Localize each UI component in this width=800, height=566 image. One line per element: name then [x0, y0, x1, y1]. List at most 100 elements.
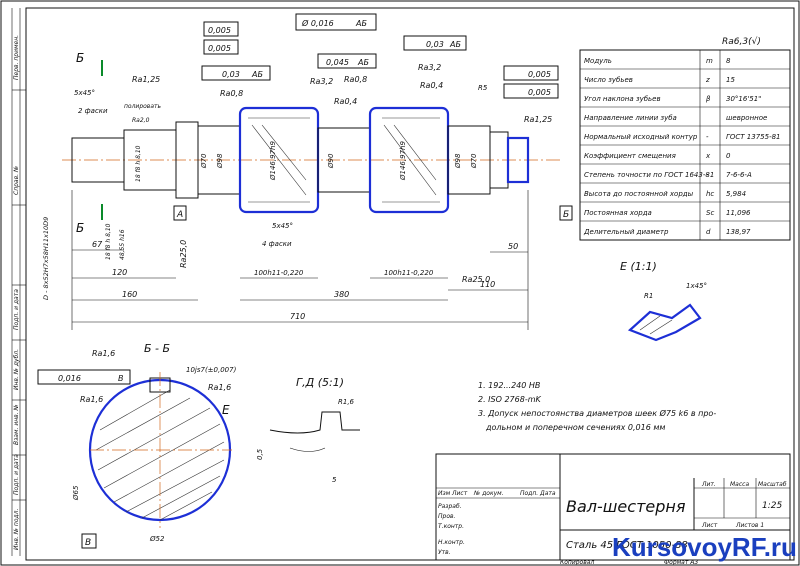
- dim-160: 160: [122, 290, 137, 299]
- spec-sym: β: [706, 95, 711, 103]
- tb-col: Лист: [451, 490, 468, 497]
- spec-sym: z: [705, 76, 710, 84]
- tol-ang2: 0,03: [426, 40, 444, 49]
- stamp-label: Справ. №: [13, 166, 20, 195]
- spec-sym: -: [706, 171, 709, 179]
- tol-pos-base: АБ: [355, 19, 367, 28]
- note-line: 2. ISO 2768-mK: [478, 395, 541, 404]
- stamp-label: Подп. и дата: [13, 454, 20, 495]
- stamp-label: Взам. инв. №: [13, 404, 20, 445]
- view-gd-title: Г,Д (5:1): [296, 376, 344, 389]
- dim-110: 110: [480, 280, 495, 289]
- stamp-label: Инв. № подл.: [13, 509, 20, 550]
- tech-notes: 1. 192...240 HB 2. ISO 2768-mK 3. Допуск…: [478, 381, 716, 432]
- dim-gear1: Ø146,97h9: [269, 141, 277, 181]
- spec-val: 5,984: [726, 190, 746, 198]
- tol-perp-base: АБ: [357, 58, 369, 67]
- spec-param: Высота до постоянной хорды: [584, 190, 694, 198]
- radius-r5: R5: [478, 84, 488, 92]
- general-roughness: Ra6,3(√): [722, 36, 761, 47]
- dim-h05: 0,5: [256, 448, 264, 460]
- tb-role: Разраб.: [438, 503, 462, 510]
- tol-ang1-base: АБ: [251, 70, 263, 79]
- dim-710: 710: [290, 312, 305, 321]
- note-line: 1. 192...240 HB: [478, 381, 540, 390]
- ra-mark: Ra25,0: [179, 240, 188, 268]
- spec-sym: m: [706, 57, 713, 65]
- tol-ang2-base: АБ: [449, 40, 461, 49]
- datum-v: В: [85, 538, 91, 548]
- spec-val: 7-6-6-А: [726, 171, 752, 179]
- dim-d98b: Ø98: [454, 153, 462, 169]
- tol-cyl2: 0,005: [528, 88, 551, 97]
- tol-runout1: 0,005: [208, 26, 231, 35]
- dim-len-s: 5: [332, 476, 337, 484]
- spec-param: Постоянная хорда: [584, 209, 652, 217]
- tolerance-frames: 0,005 0,005 Ø 0,016 АБ 0,03 АБ 0,045 АБ …: [201, 13, 559, 99]
- dim-spline: 18 f8 h 8,10: [135, 145, 142, 182]
- dim-gear2: Ø146,97h9: [399, 141, 407, 181]
- section-bb-title: Б - Б: [144, 342, 170, 355]
- tb-role: Т.контр.: [438, 523, 464, 530]
- tol-ang1: 0,03: [222, 70, 240, 79]
- dim-50: 50: [508, 242, 518, 251]
- tb-copied: Копировал: [560, 559, 594, 566]
- ra-mark: Ra1,6: [208, 383, 231, 392]
- dim-thread: 18 f8 h 8,10: [105, 223, 112, 260]
- dim-r1: R1: [644, 292, 653, 300]
- view-e: Е (1:1) R1 1x45°: [620, 260, 707, 342]
- tb-col: Изм: [438, 490, 451, 497]
- spec-param: Угол наклона зубьев: [584, 95, 661, 103]
- dim-dkey: Ø65: [72, 485, 80, 501]
- ra-mark: Ra3,2: [418, 63, 441, 72]
- tb-lit: Лит.: [701, 481, 716, 488]
- dim-67: 67: [92, 240, 103, 249]
- ra-mark: Ra0,4: [420, 81, 443, 90]
- polish-note: полировать: [124, 103, 162, 110]
- tb-sheet: Лист: [701, 522, 718, 529]
- spec-val: 15: [726, 76, 735, 84]
- tb-format: Формат А3: [664, 559, 698, 566]
- keyway-dim: 10js7(±0,007): [186, 366, 237, 374]
- ra-mark: Ra0,4: [334, 97, 357, 106]
- tb-material: Сталь 45 ГОСТ 1050-88: [566, 540, 688, 551]
- ra-mark: Ra25,0: [462, 275, 490, 284]
- dim-spline-spec: D - 8x52H7x58H11x10D9: [42, 217, 50, 300]
- spec-param: Степень точности по ГОСТ 1643-81: [584, 171, 714, 179]
- title-block: Лит. Масса Масштаб 1:25 Лист Листов 1 Ва…: [435, 453, 791, 566]
- spec-param: Модуль: [584, 57, 612, 65]
- spec-val: 8: [726, 57, 731, 65]
- spec-sym: hc: [706, 190, 714, 198]
- note-line: 3. Допуск непостоянства диаметров шеек Ø…: [478, 408, 716, 418]
- dim-dkey2: Ø52: [149, 535, 165, 543]
- journal-right: [506, 136, 530, 184]
- spec-param: Число зубьев: [584, 76, 633, 84]
- ra-mark: Ra2,0: [132, 117, 150, 124]
- view-e-title: Е (1:1): [620, 260, 657, 273]
- dim-380: 380: [334, 290, 349, 299]
- shaft-main-view: Ø70 Ø98 Ø146,97h9 Ø90 Ø146,97h9 Ø98 Ø70 …: [42, 51, 573, 330]
- dim-100a: 100h11-0,220: [254, 269, 304, 277]
- datum-b: Б: [563, 210, 569, 220]
- ra-mark: Ra3,2: [310, 77, 333, 86]
- tb-sheets: Листов 1: [735, 522, 764, 529]
- spec-param: Нормальный исходный контур: [584, 133, 698, 141]
- tb-col: Подп.: [520, 490, 538, 497]
- spec-param: Делительный диаметр: [583, 228, 669, 236]
- tb-role: Утв.: [438, 549, 451, 556]
- tb-part-name: Вал-шестерня: [566, 497, 686, 516]
- spec-sym: -: [706, 133, 709, 141]
- dim-r16: R1,6: [338, 398, 355, 406]
- dim-d90: Ø90: [327, 153, 335, 169]
- stamp-label: Перв. примен.: [13, 35, 20, 80]
- dim-chamfer-e: 1x45°: [686, 282, 707, 290]
- inner-frame: [25, 7, 795, 561]
- dim-100b: 100h11-0,220: [384, 269, 434, 277]
- dim-depth: 48,55 h16: [119, 229, 126, 260]
- stamp-label: Инв. № дубл.: [13, 349, 20, 390]
- tb-scale: 1:25: [762, 501, 782, 511]
- dim-120: 120: [112, 268, 127, 277]
- side-stamp: Перв. примен. Справ. № Подп. и дата Инв.…: [11, 8, 26, 556]
